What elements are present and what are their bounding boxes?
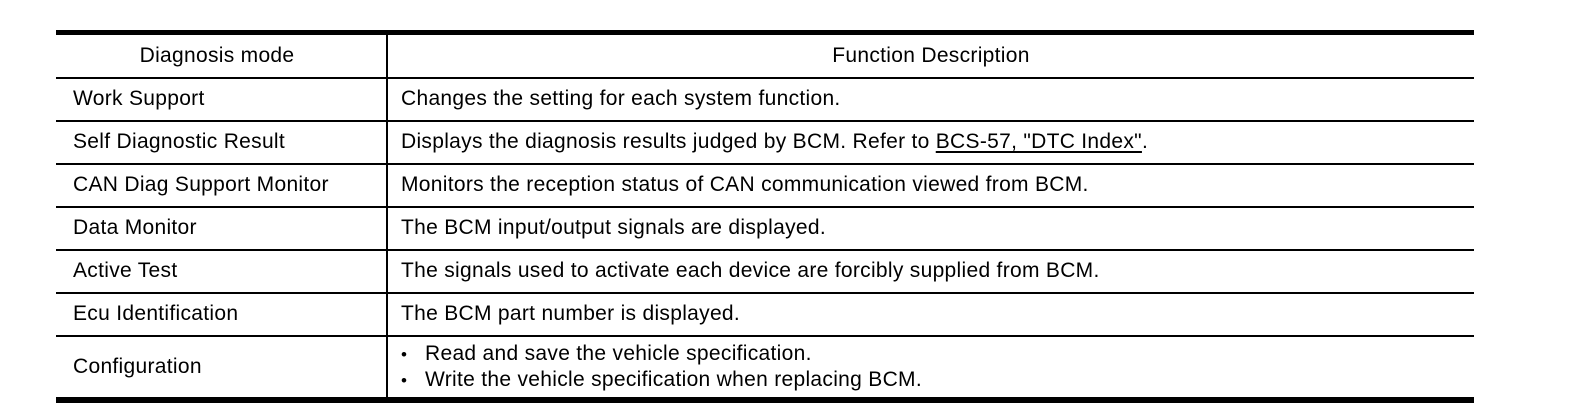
function-description-cell: The signals used to activate each device…: [387, 250, 1474, 294]
function-description-cell: Monitors the reception status of CAN com…: [387, 164, 1474, 208]
bullet-list-item: • Read and save the vehicle specificatio…: [401, 341, 1464, 367]
column-header-diagnosis-mode: Diagnosis mode: [56, 32, 388, 79]
diagnosis-mode-cell: CAN Diag Support Monitor: [56, 164, 388, 208]
diagnosis-mode-cell: Active Test: [56, 250, 388, 294]
dtc-index-reference-link[interactable]: BCS-57, "DTC Index": [935, 130, 1142, 154]
function-description-cell: Displays the diagnosis results judged by…: [387, 121, 1474, 165]
table-row-ecu-identification: Ecu Identification The BCM part number i…: [56, 293, 1474, 337]
table-row-work-support: Work Support Changes the setting for eac…: [56, 78, 1474, 122]
diagnosis-mode-cell: Configuration: [56, 336, 388, 401]
description-text: Displays the diagnosis results judged by…: [401, 130, 936, 154]
description-text: .: [1141, 130, 1149, 154]
diagnosis-mode-cell: Ecu Identification: [56, 293, 388, 337]
diagnosis-mode-cell: Data Monitor: [56, 207, 388, 251]
table-row-data-monitor: Data Monitor The BCM input/output signal…: [56, 207, 1474, 251]
function-description-cell: • Read and save the vehicle specificatio…: [387, 336, 1474, 401]
column-header-function-description: Function Description: [387, 32, 1474, 79]
table-header-row: Diagnosis mode Function Description: [56, 32, 1474, 79]
function-description-cell: Changes the setting for each system func…: [387, 78, 1474, 122]
bullet-icon: •: [401, 371, 408, 390]
table-row-self-diagnostic-result: Self Diagnostic Result Displays the diag…: [56, 121, 1474, 165]
table-row-can-diag-support-monitor: CAN Diag Support Monitor Monitors the re…: [56, 164, 1474, 208]
function-description-cell: The BCM part number is displayed.: [387, 293, 1474, 337]
diagnosis-mode-cell: Self Diagnostic Result: [56, 121, 388, 165]
bullet-text: Read and save the vehicle specification.: [425, 341, 812, 365]
function-description-cell: The BCM input/output signals are display…: [387, 207, 1474, 251]
diagnosis-mode-table: Diagnosis mode Function Description Work…: [56, 30, 1474, 403]
bullet-list-item: • Write the vehicle specification when r…: [401, 367, 1464, 393]
table-row-configuration: Configuration • Read and save the vehicl…: [56, 336, 1474, 401]
bullet-icon: •: [401, 344, 408, 364]
table-row-active-test: Active Test The signals used to activate…: [56, 250, 1474, 294]
bullet-text: Write the vehicle specification when rep…: [425, 368, 922, 391]
diagnosis-mode-cell: Work Support: [56, 78, 388, 122]
